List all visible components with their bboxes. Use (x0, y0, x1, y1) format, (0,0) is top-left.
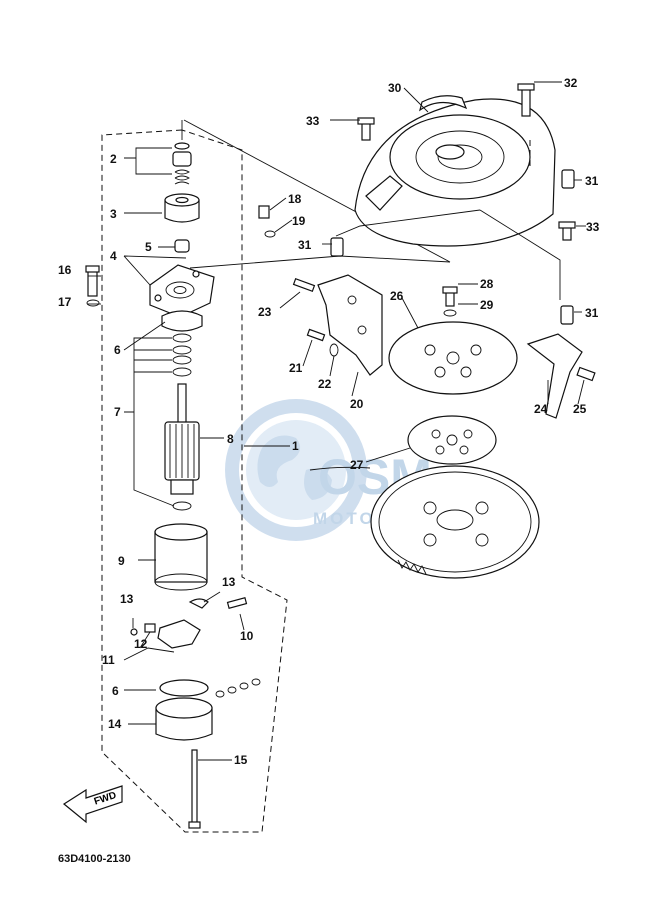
callout-29: 29 (480, 298, 494, 312)
callout-14: 14 (108, 717, 122, 731)
callout-6-lower: 6 (112, 684, 119, 698)
callout-26: 26 (390, 289, 404, 303)
drawing-code: 63D4100-2130 (58, 853, 131, 865)
callout-13-left: 13 (120, 592, 134, 606)
callout-24: 24 (534, 402, 548, 416)
callout-18: 18 (288, 192, 302, 206)
callout-3: 3 (110, 207, 117, 221)
callout-5: 5 (145, 240, 152, 254)
callout-27: 27 (350, 458, 364, 472)
callout-13-right: 13 (222, 575, 236, 589)
callout-25: 25 (573, 402, 587, 416)
callout-31-bottom: 31 (585, 306, 599, 320)
leader-lines (87, 81, 586, 761)
callout-11: 11 (102, 653, 115, 667)
callout-22: 22 (318, 377, 332, 391)
callout-33-right: 33 (586, 220, 600, 234)
callout-8: 8 (227, 432, 234, 446)
callout-20: 20 (350, 397, 364, 411)
callout-32: 32 (564, 76, 578, 90)
callout-12: 12 (134, 637, 148, 651)
fwd-arrow-icon: FWD (62, 785, 123, 824)
callout-16: 16 (58, 263, 72, 277)
callout-10: 10 (240, 629, 254, 643)
callouts: 1 2 3 4 5 6 7 8 9 13 13 10 12 11 6 14 15… (58, 76, 600, 767)
globe-icon (225, 399, 367, 541)
callout-7: 7 (114, 405, 121, 419)
stator-parts (292, 274, 596, 579)
callout-23: 23 (258, 305, 272, 319)
callout-33-top: 33 (306, 114, 320, 128)
callout-21: 21 (289, 361, 303, 375)
starter-parts (85, 142, 276, 829)
callout-4: 4 (110, 249, 117, 263)
callout-28: 28 (480, 277, 494, 291)
callout-17: 17 (58, 295, 72, 309)
flywheel-cover (354, 95, 556, 247)
callout-31-left: 31 (298, 238, 312, 252)
callout-15: 15 (234, 753, 248, 767)
callout-31-top: 31 (585, 174, 599, 188)
callout-2: 2 (110, 152, 117, 166)
callout-30: 30 (388, 81, 402, 95)
callout-9: 9 (118, 554, 125, 568)
callout-19: 19 (292, 214, 306, 228)
callout-1: 1 (292, 439, 299, 453)
callout-6-upper: 6 (114, 343, 121, 357)
starter-assembly-outline (101, 129, 288, 833)
